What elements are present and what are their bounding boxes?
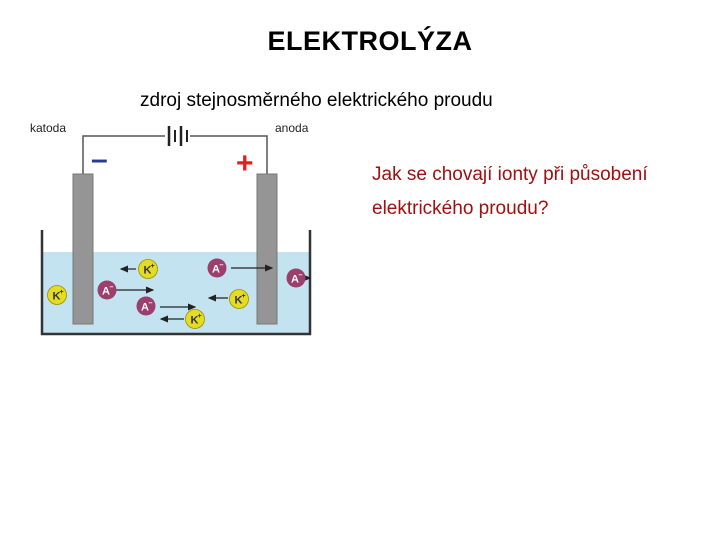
ion-anion: A – — [136, 296, 156, 316]
svg-text:K: K — [191, 315, 199, 327]
svg-text:K: K — [235, 295, 243, 307]
svg-text:–: – — [110, 284, 114, 291]
electrolysis-diagram: katoda anoda – + K + A – — [30, 121, 312, 336]
ion-anion: A – — [286, 268, 306, 288]
svg-text:–: – — [149, 300, 153, 307]
svg-text:+: + — [242, 293, 246, 300]
ion-cation: K + — [47, 285, 67, 305]
beaker — [40, 230, 312, 336]
circuit-wire — [82, 135, 268, 176]
svg-text:A: A — [141, 302, 149, 314]
minus-sign: – — [91, 143, 108, 176]
question-text: Jak se chovají ionty při působení elektr… — [372, 158, 712, 226]
plus-sign: + — [236, 147, 254, 180]
question-line-1: Jak se chovají ionty při působení — [372, 164, 648, 185]
anode-label: anoda — [275, 121, 309, 135]
ion-anion: A – — [97, 280, 117, 300]
svg-text:A: A — [291, 274, 299, 286]
svg-text:A: A — [212, 264, 220, 276]
anode-electrode — [256, 173, 278, 325]
cathode-electrode — [72, 173, 94, 325]
svg-text:K: K — [53, 291, 61, 303]
svg-text:A: A — [102, 286, 110, 298]
cathode-label: katoda — [30, 121, 66, 135]
ion-cation: K + — [229, 289, 249, 309]
ion-cation: K + — [138, 259, 158, 279]
svg-text:K: K — [144, 265, 152, 277]
svg-text:+: + — [60, 289, 64, 296]
ion-cation: K + — [185, 309, 205, 329]
svg-text:–: – — [220, 262, 224, 269]
svg-text:+: + — [151, 263, 155, 270]
svg-text:+: + — [198, 313, 202, 320]
question-line-2: elektrického proudu? — [372, 198, 549, 219]
power-source-label: zdroj stejnosměrného elektrického proudu — [140, 90, 493, 111]
ion-anion: A – — [207, 258, 227, 278]
svg-text:–: – — [299, 272, 303, 279]
page-title: ELEKTROLÝZA — [267, 26, 473, 56]
battery-icon — [167, 126, 188, 146]
